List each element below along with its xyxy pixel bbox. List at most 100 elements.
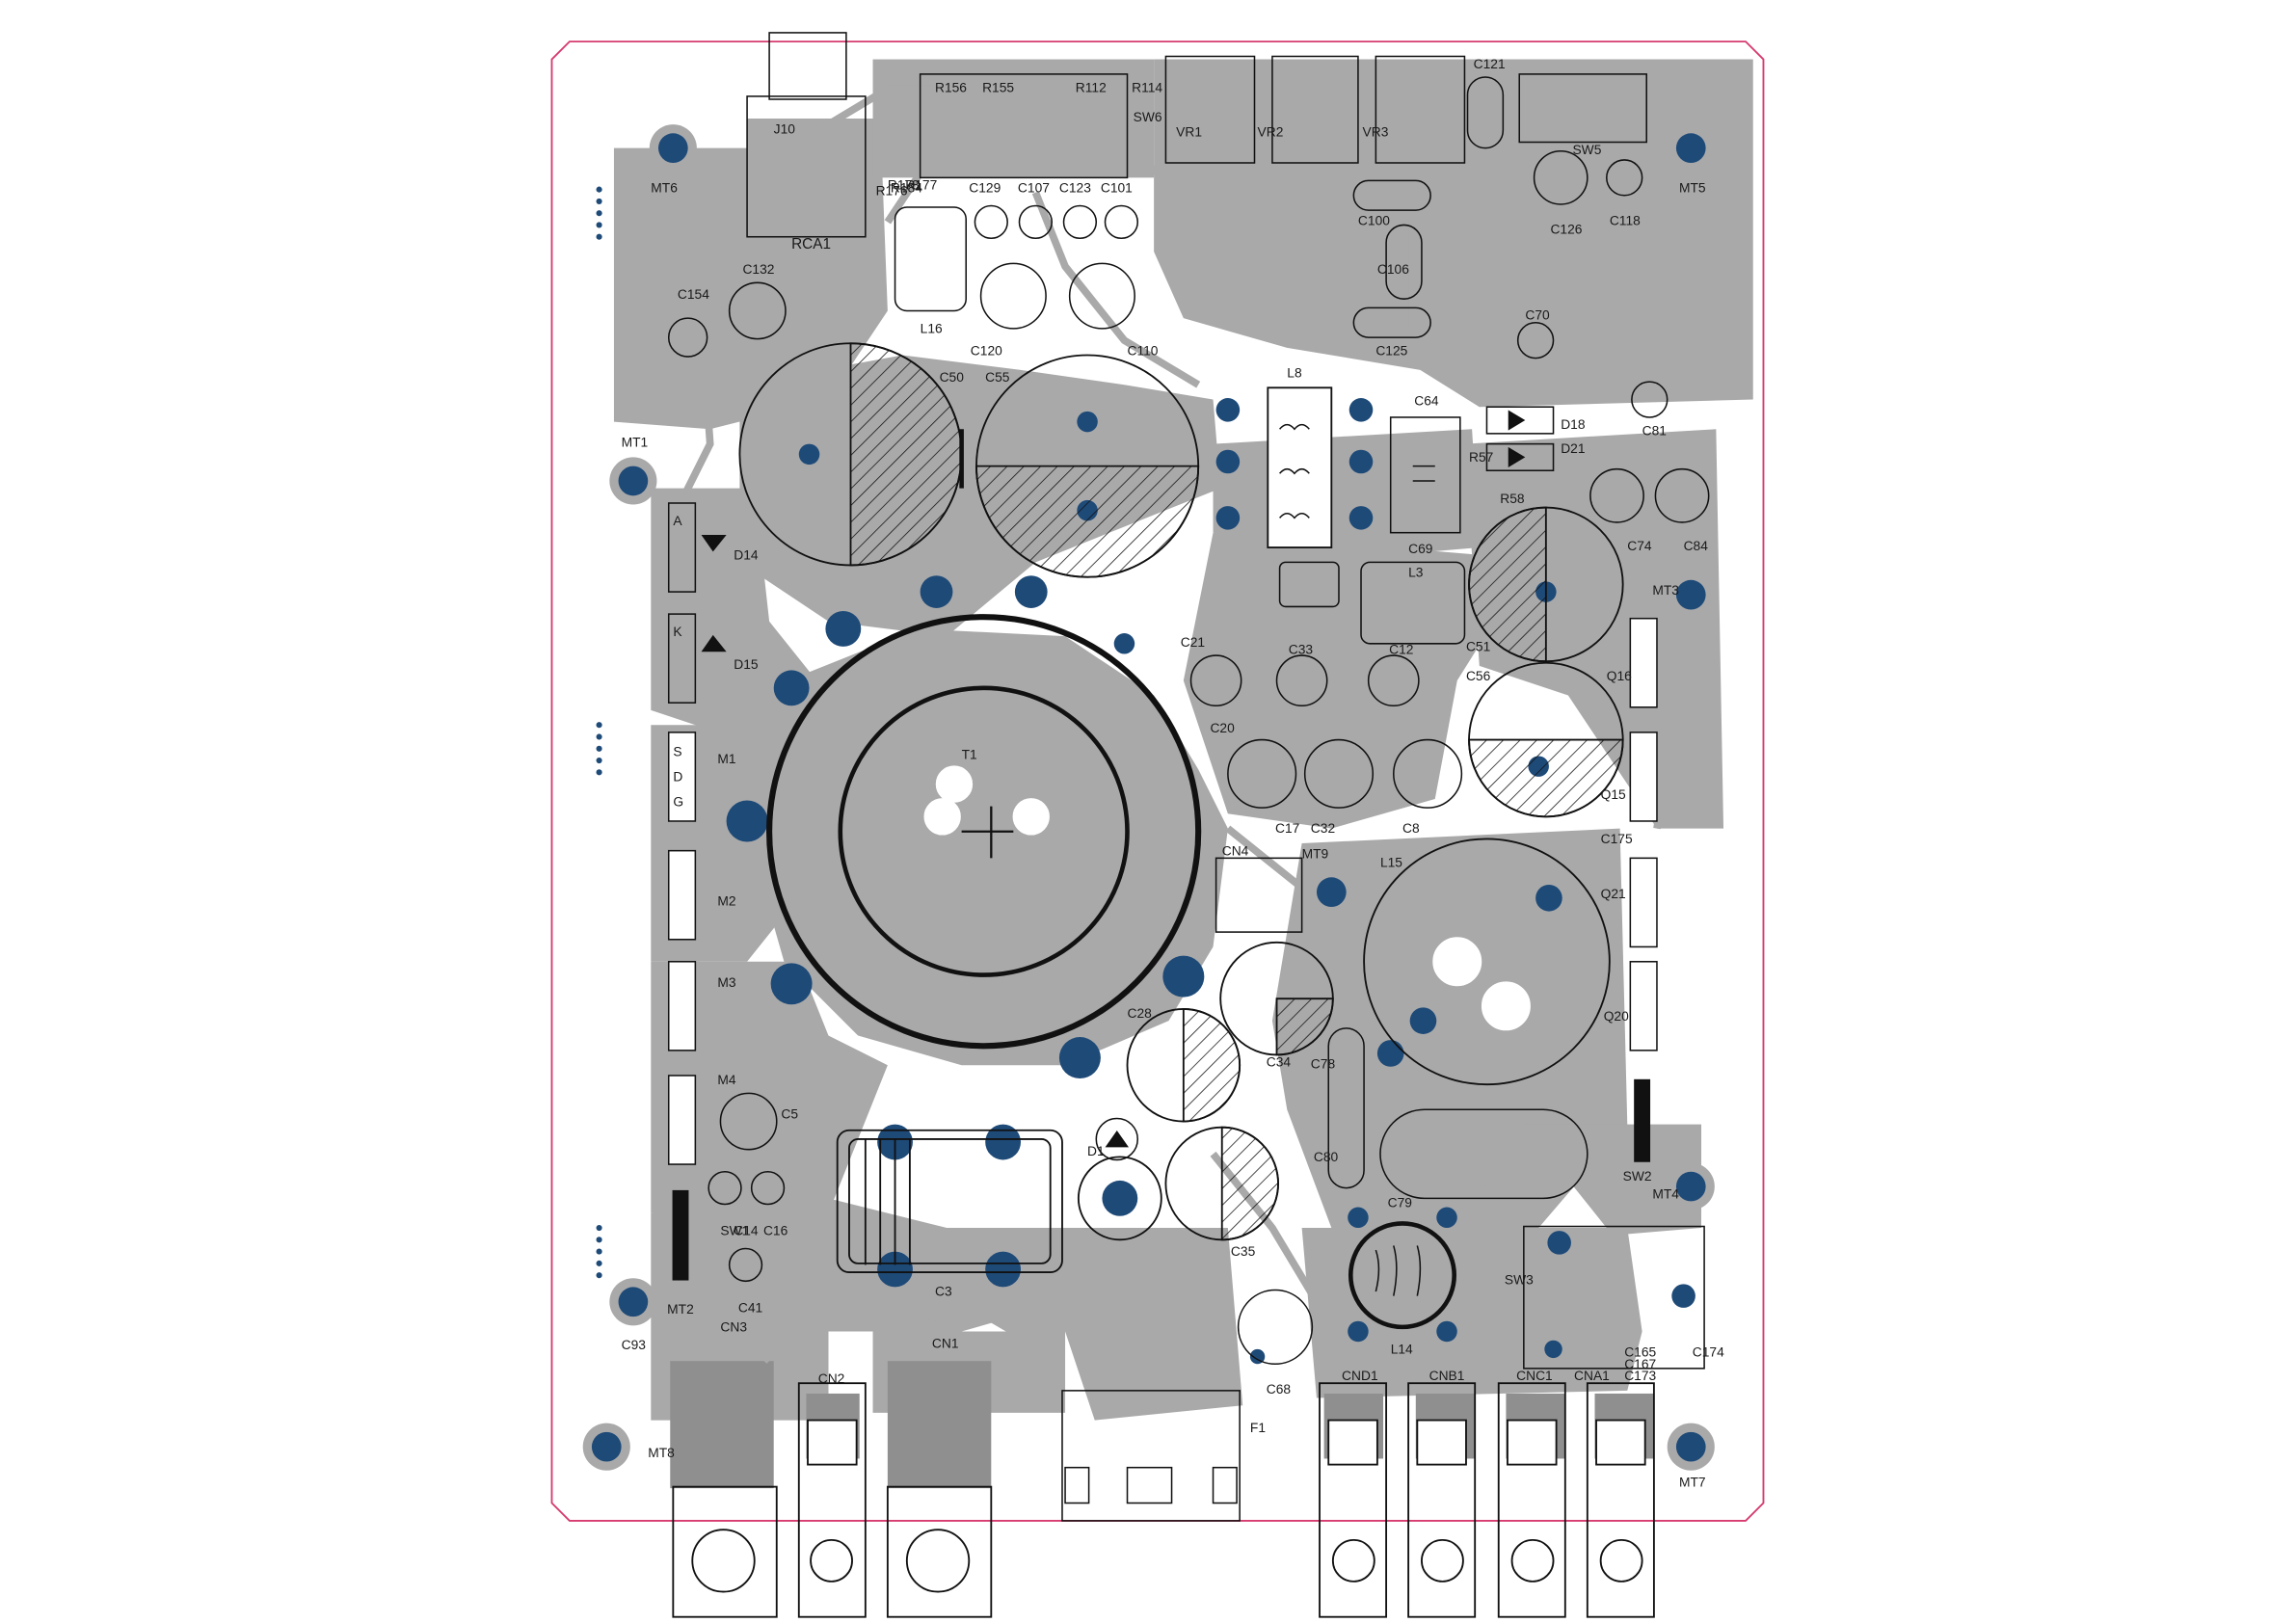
label-j10: J10 [774, 120, 796, 136]
label-cnc1: CNC1 [1516, 1368, 1553, 1383]
label-k: K [673, 624, 682, 639]
label-c81: C81 [1642, 422, 1667, 438]
label-vr3: VR3 [1363, 123, 1389, 139]
label-sw3: SW3 [1505, 1271, 1534, 1287]
label-cn2: CN2 [818, 1370, 845, 1386]
label-l8: L8 [1287, 365, 1302, 381]
label-r112: R112 [1076, 79, 1107, 94]
label-d1: D1 [1087, 1143, 1105, 1158]
label-c32: C32 [1311, 820, 1335, 836]
label-q21: Q21 [1601, 886, 1626, 901]
label-c167: C167 [1624, 1356, 1656, 1371]
label-c56: C56 [1466, 668, 1491, 683]
mosfet-footprints [667, 617, 1658, 1281]
label-cn3: CN3 [720, 1318, 747, 1334]
terminal-blocks [672, 1382, 1655, 1618]
label-d: D [673, 769, 682, 785]
label-c41: C41 [738, 1300, 762, 1316]
label-s: S [673, 743, 681, 758]
label-q15: Q15 [1601, 786, 1626, 802]
label-c51: C51 [1466, 638, 1490, 653]
label-cn1: CN1 [932, 1335, 959, 1350]
label-c64: C64 [1414, 393, 1439, 409]
label-r58: R58 [1500, 491, 1525, 506]
label-l14: L14 [1391, 1342, 1413, 1357]
label-m3: M3 [717, 974, 735, 990]
label-c120: C120 [971, 343, 1002, 359]
label-cnb1: CNB1 [1429, 1368, 1465, 1383]
toroid-l14 [1348, 1221, 1457, 1330]
label-mt9: MT9 [1302, 845, 1329, 861]
label-c123: C123 [1059, 180, 1091, 196]
label-g: G [673, 794, 683, 810]
label-l16: L16 [921, 320, 943, 335]
label-c20: C20 [1210, 720, 1235, 735]
label-q16: Q16 [1607, 668, 1632, 683]
label-vr2: VR2 [1258, 123, 1284, 139]
mounting-holes [582, 124, 1715, 1471]
label-c107: C107 [1018, 180, 1050, 196]
label-c35: C35 [1231, 1243, 1256, 1259]
label-l15: L15 [1380, 855, 1402, 870]
label-c126: C126 [1550, 222, 1582, 237]
label-f1: F1 [1250, 1420, 1266, 1435]
label-c110: C110 [1128, 343, 1159, 359]
label-mt7: MT7 [1679, 1475, 1706, 1490]
label-mt6: MT6 [651, 180, 678, 196]
label-c5: C5 [781, 1105, 798, 1121]
label-d21: D21 [1561, 440, 1585, 456]
inductor-l8 [1267, 386, 1461, 548]
label-mt5: MT5 [1679, 180, 1706, 196]
label-c100: C100 [1358, 212, 1390, 227]
label-c132: C132 [742, 261, 774, 277]
label-r57: R57 [1469, 449, 1493, 465]
label-r177: R177 [905, 177, 937, 193]
label-c8: C8 [1402, 820, 1420, 836]
label-cna1: CNA1 [1574, 1368, 1610, 1383]
label-c34: C34 [1267, 1054, 1292, 1070]
label-c118: C118 [1610, 212, 1641, 227]
label-m2: M2 [717, 892, 735, 908]
label-d14: D14 [734, 546, 759, 562]
label-mt4: MT4 [1652, 1185, 1679, 1201]
label-mt1: MT1 [622, 435, 649, 450]
label-sw5: SW5 [1572, 142, 1601, 157]
label-c33: C33 [1289, 642, 1314, 657]
label-c106: C106 [1377, 261, 1409, 277]
label-c175: C175 [1601, 831, 1633, 846]
label-c55: C55 [985, 369, 1010, 385]
label-t1: T1 [962, 747, 977, 762]
label-cnd1: CND1 [1342, 1368, 1378, 1383]
label-c78: C78 [1311, 1055, 1336, 1071]
label-mt8: MT8 [648, 1445, 675, 1460]
bulk-capacitors [738, 342, 1624, 1241]
label-rca1: RCA1 [791, 236, 831, 253]
label-r156: R156 [935, 79, 967, 94]
via-array [596, 186, 602, 1279]
label-c174: C174 [1693, 1344, 1724, 1360]
label-r176: R176 [876, 183, 908, 199]
label-c154: C154 [678, 286, 709, 302]
label-r155: R155 [982, 79, 1014, 94]
label-r114: R114 [1132, 79, 1162, 94]
label-c12: C12 [1389, 642, 1413, 657]
label-c80: C80 [1314, 1149, 1339, 1164]
label-r184: R184 [891, 180, 922, 196]
label-c14: C14 [734, 1223, 759, 1238]
label-c74: C74 [1627, 538, 1652, 553]
diodes [667, 406, 1555, 1161]
transformer-t1 [766, 614, 1202, 1050]
output-inductor [836, 1129, 1063, 1274]
label-sw1: SW1 [720, 1223, 749, 1238]
label-c125: C125 [1375, 343, 1407, 359]
label-sw2: SW2 [1623, 1168, 1652, 1184]
label-q20: Q20 [1604, 1008, 1629, 1024]
label-c173: C173 [1624, 1368, 1656, 1383]
label-c69: C69 [1408, 541, 1433, 556]
label-cn4: CN4 [1222, 842, 1249, 858]
label-c28: C28 [1128, 1005, 1153, 1021]
label-r178: R178 [888, 177, 920, 193]
small-capacitors [667, 32, 1710, 1522]
label-c17: C17 [1275, 820, 1299, 836]
